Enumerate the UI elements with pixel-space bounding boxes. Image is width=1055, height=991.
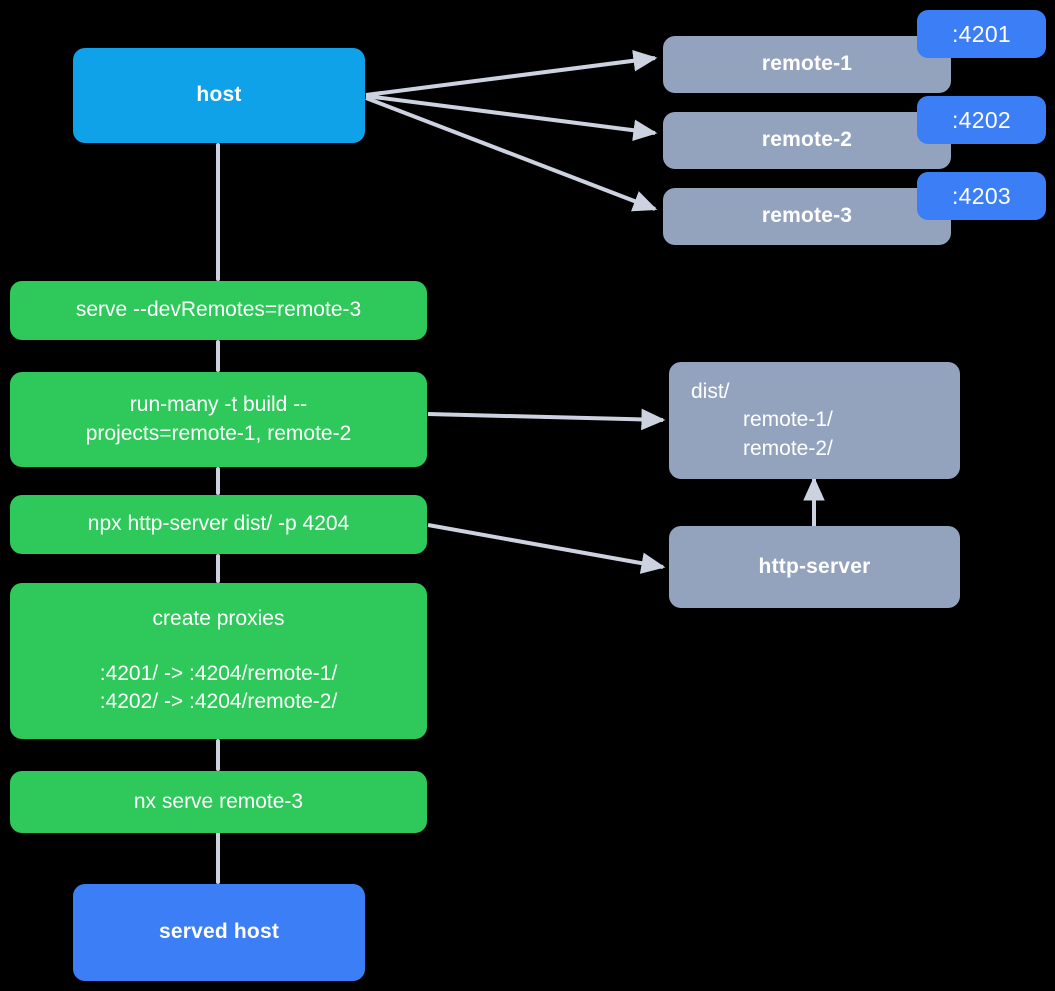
connector-runmany-to-npx xyxy=(216,467,220,495)
node-served-host-label: served host xyxy=(158,920,280,944)
node-host-label: host xyxy=(196,83,242,107)
node-command-create-proxies-mapping-1: :4201/ -> :4204/remote-1/ xyxy=(99,661,338,685)
node-remote-1[interactable]: remote-1 xyxy=(663,36,951,93)
edge-host-to-remote-3 xyxy=(365,96,658,212)
node-command-run-many-sublabel: projects=remote-1, remote-2 xyxy=(85,421,352,445)
node-served-host[interactable]: served host xyxy=(73,884,365,981)
node-remote-2[interactable]: remote-2 xyxy=(663,112,951,169)
edge-runmany-to-dist xyxy=(427,408,666,431)
node-command-create-proxies-mapping-2: :4202/ -> :4204/remote-2/ xyxy=(99,690,338,714)
node-remote-2-label: remote-2 xyxy=(761,128,853,152)
node-http-server[interactable]: http-server xyxy=(669,526,960,608)
node-command-run-many-label: run-many -t build -- xyxy=(129,393,308,417)
node-command-serve[interactable]: serve --devRemotes=remote-3 xyxy=(10,281,427,340)
node-remote-1-label: remote-1 xyxy=(761,52,853,76)
edge-host-to-remote-2 xyxy=(365,94,658,141)
node-remote-3[interactable]: remote-3 xyxy=(663,188,951,245)
node-dist-child-remote-1: remote-1/ xyxy=(743,408,833,432)
badge-remote-2-port-label: :4202 xyxy=(951,106,1012,133)
badge-remote-3-port: :4203 xyxy=(917,172,1046,220)
node-dist-root-label: dist/ xyxy=(691,379,730,403)
node-command-serve-label: serve --devRemotes=remote-3 xyxy=(75,298,362,322)
edge-host-to-remote-1 xyxy=(365,50,658,97)
node-command-nx-serve-remote-3-label: nx serve remote-3 xyxy=(133,789,304,813)
node-command-create-proxies-label: create proxies xyxy=(152,607,285,631)
node-command-nx-serve-remote-3[interactable]: nx serve remote-3 xyxy=(10,771,427,833)
node-command-create-proxies[interactable]: create proxies :4201/ -> :4204/remote-1/… xyxy=(10,583,427,739)
connector-nxserve-to-servedhost xyxy=(216,832,220,884)
connector-npx-to-proxies xyxy=(216,554,220,583)
node-dist-child-remote-2: remote-2/ xyxy=(743,436,833,460)
badge-remote-1-port-label: :4201 xyxy=(951,20,1012,47)
node-remote-3-label: remote-3 xyxy=(761,204,853,228)
node-command-run-many[interactable]: run-many -t build -- projects=remote-1, … xyxy=(10,372,427,467)
node-command-npx-http-server-label: npx http-server dist/ -p 4204 xyxy=(87,512,350,536)
node-dist-folder[interactable]: dist/ remote-1/ remote-2/ xyxy=(669,362,960,479)
connector-serve-to-runmany xyxy=(216,340,220,372)
badge-remote-1-port: :4201 xyxy=(917,10,1046,58)
badge-remote-2-port: :4202 xyxy=(917,96,1046,144)
badge-remote-3-port-label: :4203 xyxy=(951,182,1012,209)
connector-host-to-serve xyxy=(216,143,220,281)
node-command-npx-http-server[interactable]: npx http-server dist/ -p 4204 xyxy=(10,495,427,554)
node-host[interactable]: host xyxy=(73,48,365,143)
connector-proxies-to-nxserve xyxy=(216,739,220,771)
node-http-server-label: http-server xyxy=(758,554,871,578)
edge-npx-to-httpserver xyxy=(427,523,666,574)
